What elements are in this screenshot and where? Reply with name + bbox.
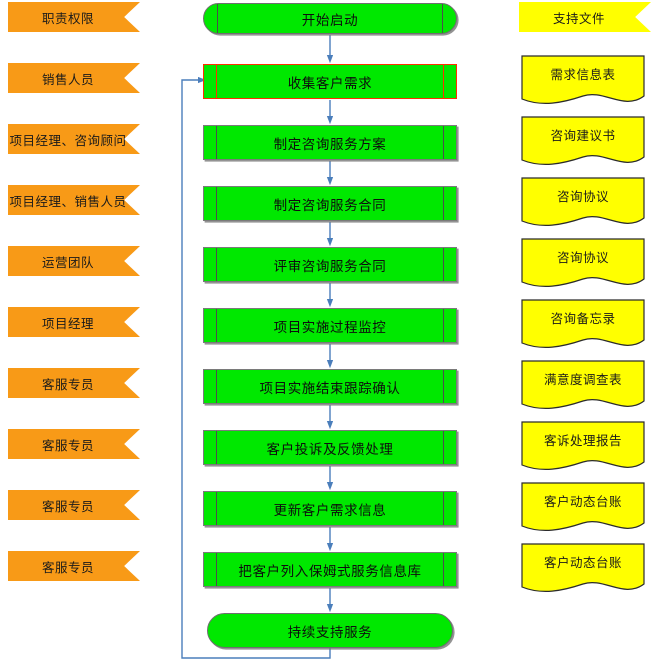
document-9[interactable]: 客户动态台账 (521, 543, 645, 597)
document-shape-icon (521, 238, 645, 287)
flow-step-6[interactable]: 项目实施结束跟踪确认 (203, 369, 457, 404)
document-7-label: 客诉处理报告 (543, 433, 622, 448)
flow-step-7[interactable]: 客户投诉及反馈处理 (203, 430, 457, 465)
flow-start[interactable]: 开始启动 (203, 3, 457, 34)
responsibility-item-4-label: 运营团队 (41, 254, 94, 270)
flow-step-9[interactable]: 把客户列入保姆式服务信息库 (203, 552, 457, 587)
responsibility-item-1[interactable]: 销售人员 (8, 63, 140, 93)
document-5[interactable]: 咨询备忘录 (521, 299, 645, 353)
responsibility-item-5-label: 项目经理 (41, 315, 94, 331)
flow-step-3[interactable]: 制定咨询服务合同 (203, 186, 457, 221)
document-shape-icon (521, 360, 645, 409)
responsibility-item-6-label: 客服专员 (41, 376, 94, 392)
document-6[interactable]: 满意度调查表 (521, 360, 645, 414)
responsibility-header: 职责权限 (8, 2, 140, 32)
flow-step-4-label: 评审咨询服务合同 (273, 258, 387, 275)
responsibility-item-8[interactable]: 客服专员 (8, 490, 140, 520)
responsibility-item-7-label: 客服专员 (41, 437, 94, 453)
responsibility-item-9-label: 客服专员 (41, 559, 94, 575)
document-8[interactable]: 客户动态台账 (521, 482, 645, 536)
flow-step-9-label: 把客户列入保姆式服务信息库 (238, 563, 422, 580)
flow-step-5[interactable]: 项目实施过程监控 (203, 308, 457, 343)
responsibility-item-3-label: 项目经理、销售人员 (9, 193, 127, 209)
document-shape-icon (521, 543, 645, 592)
document-1[interactable]: 需求信息表 (521, 55, 645, 109)
responsibility-item-8-label: 客服专员 (41, 498, 94, 514)
flow-step-3-label: 制定咨询服务合同 (273, 197, 387, 214)
document-5-label: 咨询备忘录 (550, 311, 616, 326)
document-shape-icon (521, 116, 645, 165)
flow-step-1-label: 收集客户需求 (287, 75, 373, 92)
responsibility-item-5[interactable]: 项目经理 (8, 307, 140, 337)
document-shape-icon (521, 177, 645, 226)
responsibility-item-1-label: 销售人员 (41, 71, 94, 87)
flow-end-label: 持续支持服务 (287, 624, 373, 641)
flow-step-8-label: 更新客户需求信息 (273, 502, 387, 519)
flow-step-2[interactable]: 制定咨询服务方案 (203, 125, 457, 160)
document-2[interactable]: 咨询建议书 (521, 116, 645, 170)
document-3-label: 咨询协议 (556, 189, 609, 204)
documents-header-label: 支持文件 (552, 10, 605, 26)
responsibility-item-9[interactable]: 客服专员 (8, 551, 140, 581)
flow-step-7-label: 客户投诉及反馈处理 (266, 441, 394, 458)
flow-start-label: 开始启动 (301, 12, 359, 29)
flow-step-1[interactable]: 收集客户需求 (203, 64, 457, 99)
document-3[interactable]: 咨询协议 (521, 177, 645, 231)
flow-step-8[interactable]: 更新客户需求信息 (203, 491, 457, 526)
responsibility-item-2[interactable]: 项目经理、咨询顾问 (8, 124, 140, 154)
document-shape-icon (521, 482, 645, 531)
responsibility-item-7[interactable]: 客服专员 (8, 429, 140, 459)
responsibility-item-4[interactable]: 运营团队 (8, 246, 140, 276)
flow-step-4[interactable]: 评审咨询服务合同 (203, 247, 457, 282)
responsibility-item-2-label: 项目经理、咨询顾问 (9, 132, 127, 148)
document-9-label: 客户动态台账 (543, 555, 622, 570)
responsibility-header-label: 职责权限 (41, 10, 94, 26)
document-shape-icon (521, 55, 645, 104)
document-1-label: 需求信息表 (550, 67, 616, 82)
document-8-label: 客户动态台账 (543, 494, 622, 509)
documents-header: 支持文件 (519, 2, 651, 32)
responsibility-item-6[interactable]: 客服专员 (8, 368, 140, 398)
document-2-label: 咨询建议书 (550, 128, 616, 143)
document-shape-icon (521, 421, 645, 470)
responsibility-item-3[interactable]: 项目经理、销售人员 (8, 185, 140, 215)
flow-step-5-label: 项目实施过程监控 (273, 319, 387, 336)
document-6-label: 满意度调查表 (543, 372, 622, 387)
document-shape-icon (521, 299, 645, 348)
document-7[interactable]: 客诉处理报告 (521, 421, 645, 475)
flow-step-6-label: 项目实施结束跟踪确认 (259, 380, 401, 397)
flow-end[interactable]: 持续支持服务 (207, 613, 453, 648)
document-4-label: 咨询协议 (556, 250, 609, 265)
document-4[interactable]: 咨询协议 (521, 238, 645, 292)
flow-step-2-label: 制定咨询服务方案 (273, 136, 387, 153)
